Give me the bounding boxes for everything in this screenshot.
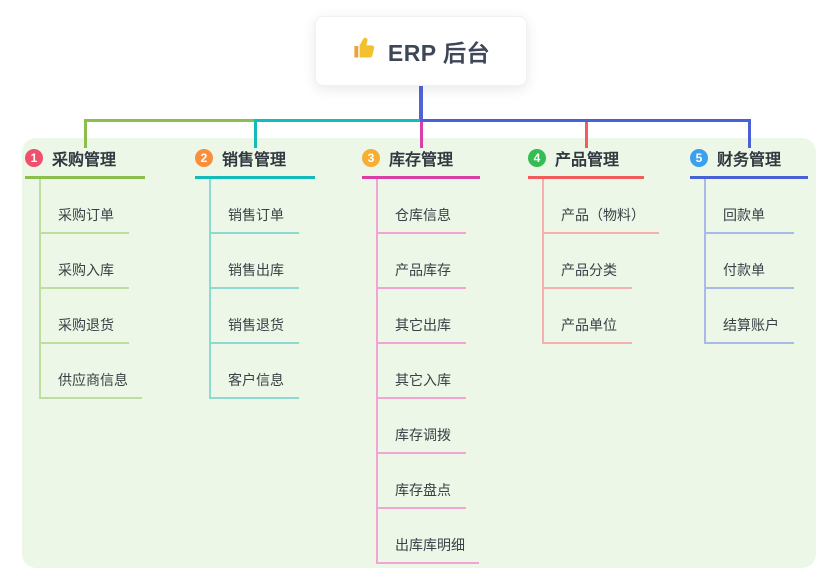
branch-child-list: 销售订单销售出库销售退货客户信息 bbox=[209, 179, 315, 399]
bus-segment-1 bbox=[83, 119, 257, 122]
branch-number-badge: 3 bbox=[362, 149, 380, 167]
branch-drop-line-1 bbox=[83, 119, 87, 148]
bus-segment-3 bbox=[419, 119, 751, 122]
branch-number-badge: 2 bbox=[195, 149, 213, 167]
branch-header-5[interactable]: 5 财务管理 bbox=[690, 146, 808, 179]
child-node[interactable]: 产品单位 bbox=[544, 289, 632, 344]
child-node[interactable]: 库存盘点 bbox=[378, 454, 466, 509]
child-node[interactable]: 其它入库 bbox=[378, 344, 466, 399]
branch-header-1[interactable]: 1 采购管理 bbox=[25, 146, 145, 179]
child-node[interactable]: 销售出库 bbox=[211, 234, 299, 289]
branch-库存管理: 3 库存管理 仓库信息产品库存其它出库其它入库库存调拨库存盘点出库库明细 bbox=[362, 146, 480, 564]
child-node[interactable]: 回款单 bbox=[706, 179, 794, 234]
branch-title: 销售管理 bbox=[222, 152, 287, 169]
branch-number-badge: 1 bbox=[25, 149, 43, 167]
child-node[interactable]: 产品库存 bbox=[378, 234, 466, 289]
child-node[interactable]: 采购入库 bbox=[41, 234, 129, 289]
branch-header-3[interactable]: 3 库存管理 bbox=[362, 146, 480, 179]
branch-title: 采购管理 bbox=[52, 152, 117, 169]
child-node[interactable]: 客户信息 bbox=[211, 344, 299, 399]
branch-销售管理: 2 销售管理 销售订单销售出库销售退货客户信息 bbox=[195, 146, 315, 399]
child-node[interactable]: 销售退货 bbox=[211, 289, 299, 344]
child-node[interactable]: 出库库明细 bbox=[378, 509, 479, 564]
child-node[interactable]: 仓库信息 bbox=[378, 179, 466, 234]
child-node[interactable]: 结算账户 bbox=[706, 289, 794, 344]
child-node[interactable]: 付款单 bbox=[706, 234, 794, 289]
branch-drop-line-3 bbox=[419, 122, 423, 148]
child-node[interactable]: 采购订单 bbox=[41, 179, 129, 234]
branches-background-panel bbox=[22, 138, 816, 568]
branch-title: 库存管理 bbox=[389, 152, 454, 169]
root-connector-line bbox=[419, 84, 423, 122]
child-node[interactable]: 供应商信息 bbox=[41, 344, 142, 399]
child-node[interactable]: 产品分类 bbox=[544, 234, 632, 289]
branch-child-list: 回款单付款单结算账户 bbox=[704, 179, 808, 344]
child-node[interactable]: 采购退货 bbox=[41, 289, 129, 344]
branch-number-badge: 4 bbox=[528, 149, 546, 167]
branch-number-badge: 5 bbox=[690, 149, 708, 167]
root-node-label: ERP 后台 bbox=[387, 40, 491, 66]
branch-drop-line-2 bbox=[253, 119, 257, 148]
branch-采购管理: 1 采购管理 采购订单采购入库采购退货供应商信息 bbox=[25, 146, 145, 399]
child-node[interactable]: 销售订单 bbox=[211, 179, 299, 234]
child-node[interactable]: 其它出库 bbox=[378, 289, 466, 344]
child-node[interactable]: 库存调拨 bbox=[378, 399, 466, 454]
branch-title: 产品管理 bbox=[555, 152, 620, 169]
child-node[interactable]: 产品（物料） bbox=[544, 179, 659, 234]
branch-child-list: 采购订单采购入库采购退货供应商信息 bbox=[39, 179, 145, 399]
branch-header-4[interactable]: 4 产品管理 bbox=[528, 146, 644, 179]
branch-drop-line-5 bbox=[747, 119, 751, 148]
branch-财务管理: 5 财务管理 回款单付款单结算账户 bbox=[690, 146, 808, 344]
branch-产品管理: 4 产品管理 产品（物料）产品分类产品单位 bbox=[528, 146, 659, 344]
bus-segment-2 bbox=[253, 119, 423, 122]
branch-header-2[interactable]: 2 销售管理 bbox=[195, 146, 315, 179]
branch-child-list: 产品（物料）产品分类产品单位 bbox=[542, 179, 659, 344]
branch-title: 财务管理 bbox=[717, 152, 782, 169]
thumbs-up-icon bbox=[352, 35, 378, 67]
branch-child-list: 仓库信息产品库存其它出库其它入库库存调拨库存盘点出库库明细 bbox=[376, 179, 480, 564]
root-node-erp[interactable]: ERP 后台 bbox=[315, 16, 527, 86]
branch-drop-line-4 bbox=[584, 122, 588, 148]
